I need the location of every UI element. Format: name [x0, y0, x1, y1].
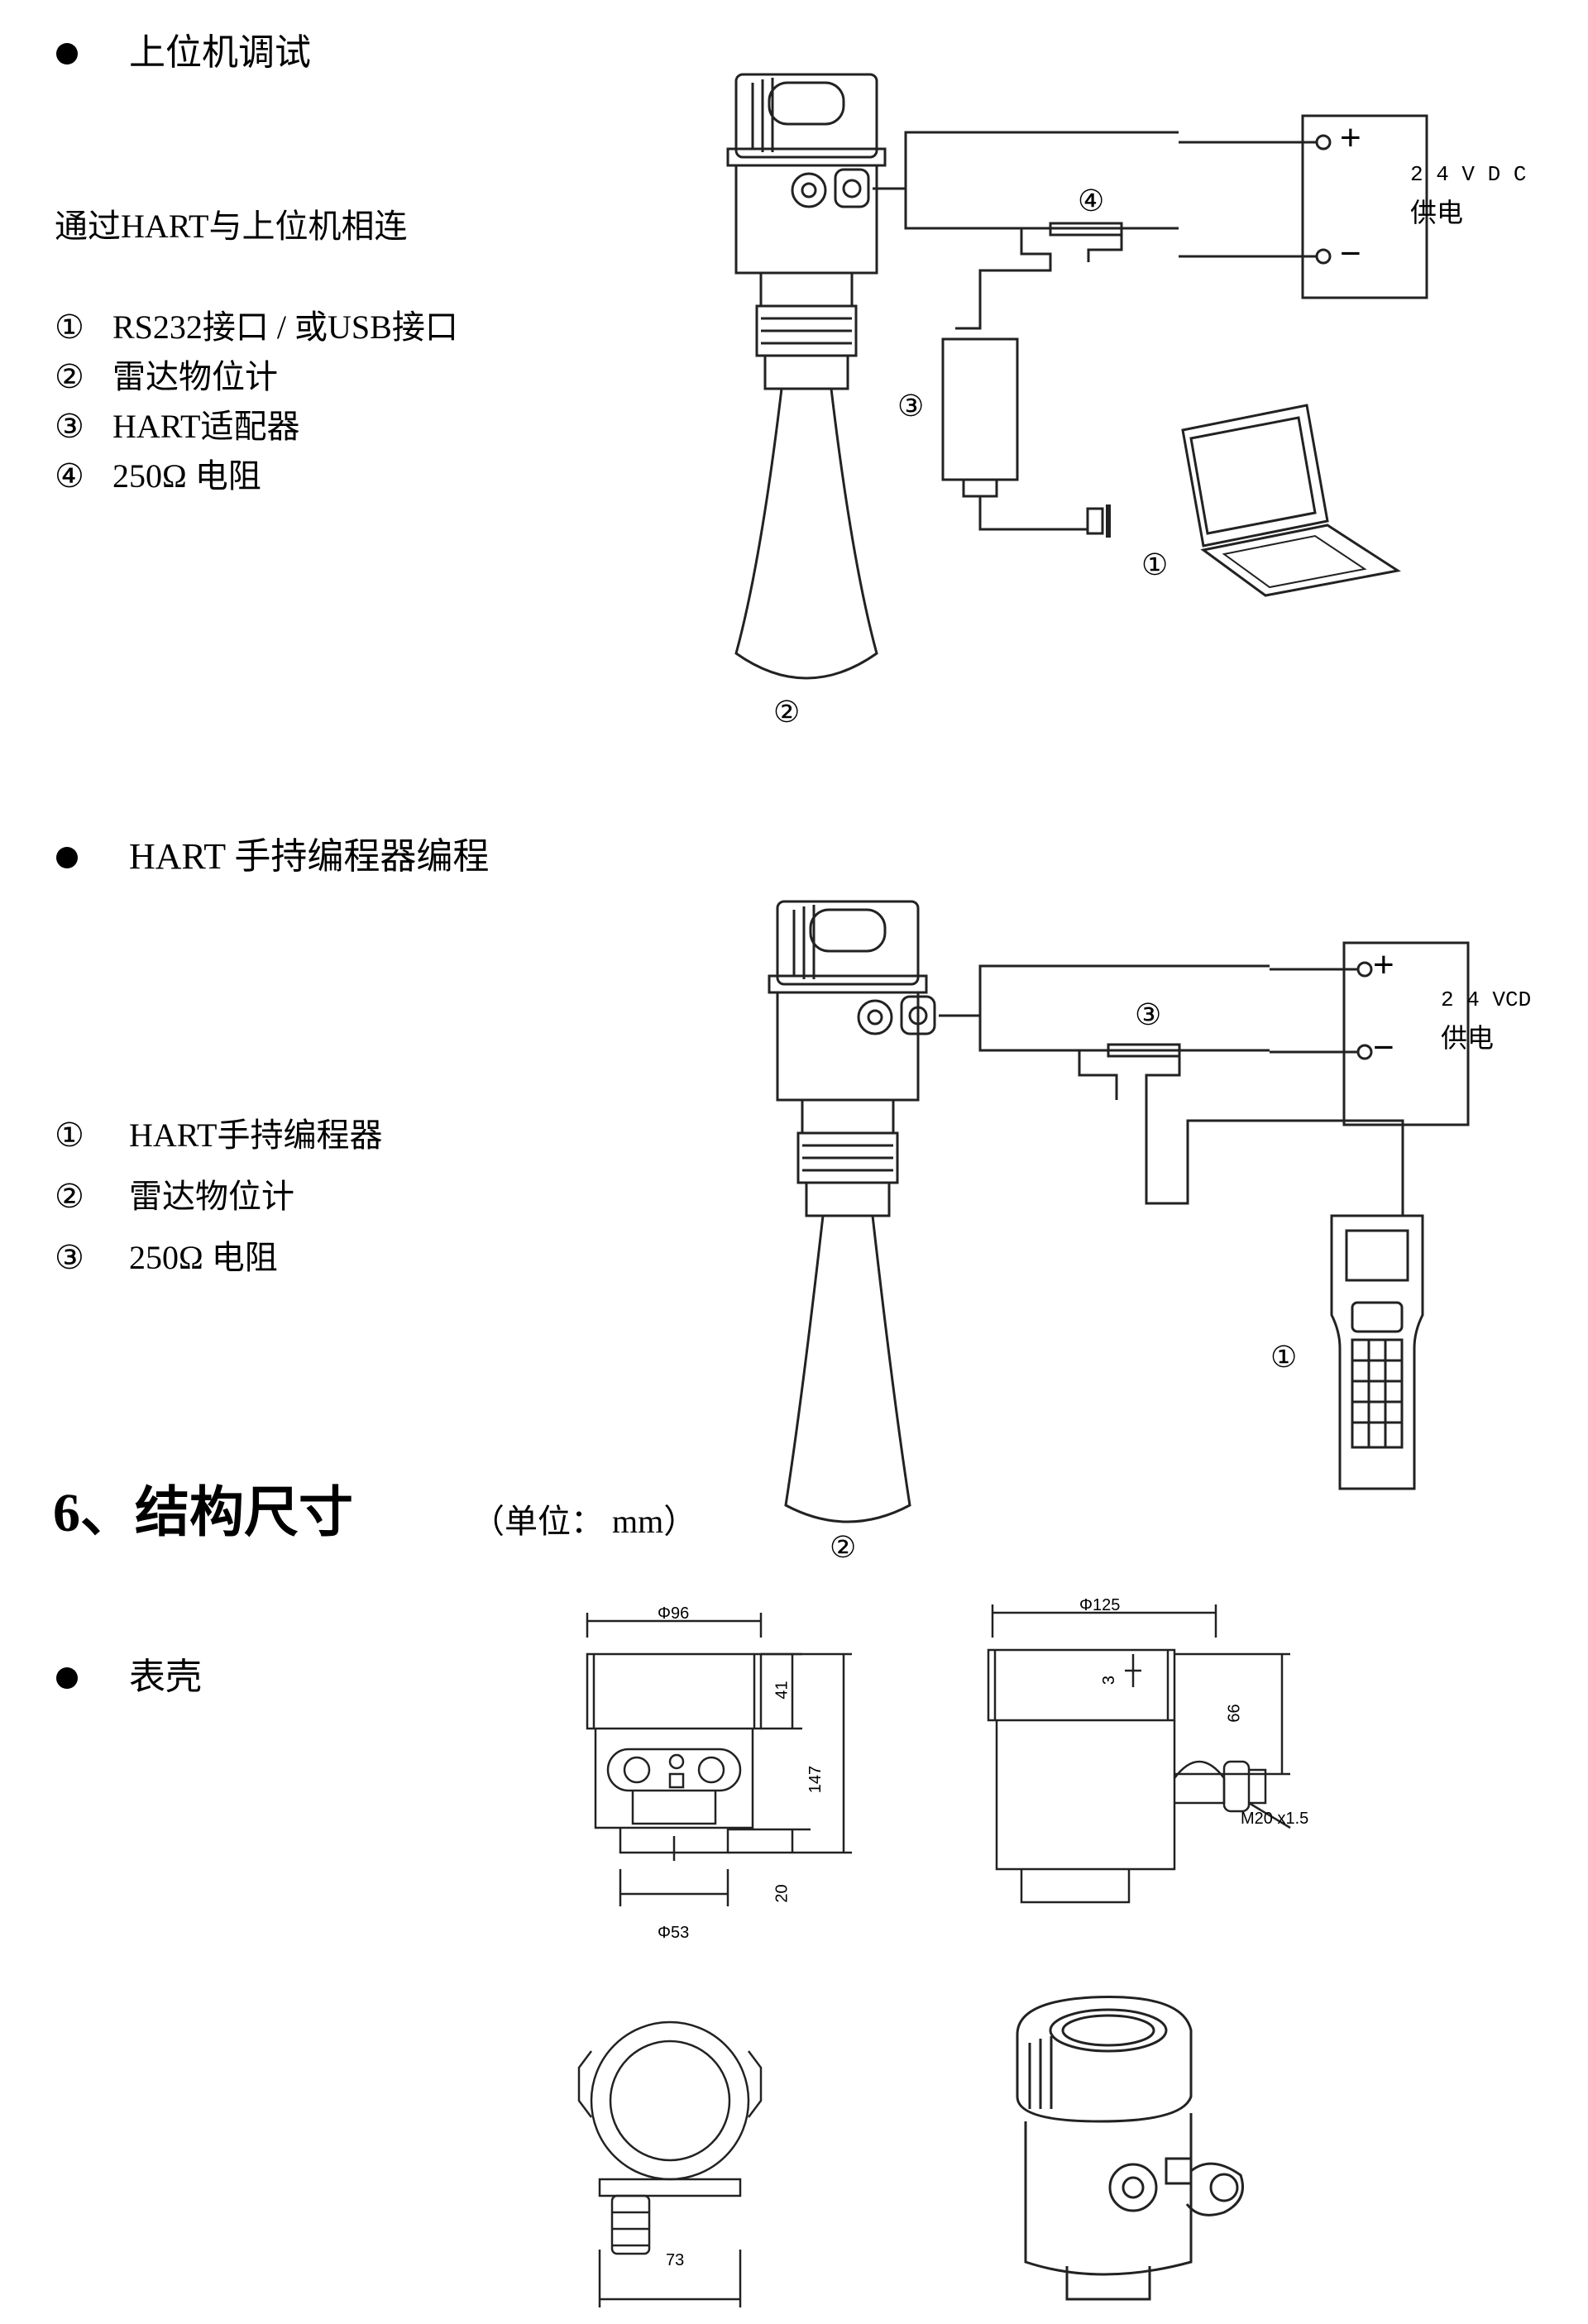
callout-1: ① [1141, 548, 1169, 581]
minus-terminal: − [1373, 1027, 1394, 1068]
housing-top-view-drawing [577, 2020, 763, 2307]
callout-4: ④ [1078, 184, 1105, 218]
dim-73: 73 [666, 2251, 685, 2269]
section-heading-pc: 上位机调试 [129, 32, 311, 73]
dim-3: 3 [1100, 1675, 1119, 1686]
callout-3: ③ [897, 390, 925, 423]
handheld-communicator-illustration [1330, 1214, 1424, 1490]
laptop-illustration [1181, 404, 1401, 597]
housing-label: 表壳 [129, 1657, 202, 1697]
intro-text: 通过HART与上位机相连 [55, 208, 408, 245]
dim-66: 66 [1225, 1704, 1244, 1723]
dim-147: 147 [806, 1765, 825, 1794]
callout-1: ① [1270, 1341, 1298, 1374]
bullet [56, 1667, 78, 1689]
minus-terminal: − [1340, 233, 1361, 274]
plus-terminal: + [1373, 944, 1394, 985]
section-title-dimensions: 6、结构尺寸 [53, 1483, 353, 1543]
radar-gauge-illustration [726, 73, 887, 680]
supply-label: 供电 [1410, 198, 1464, 227]
pc-wiring-diagram [726, 73, 1428, 680]
dim-diameter-53: Φ53 [658, 1924, 690, 1942]
housing-isometric-view-drawing [1016, 1996, 1244, 2301]
dim-diameter-96: Φ96 [658, 1604, 690, 1623]
dim-diameter-125: Φ125 [1079, 1596, 1121, 1614]
callout-2: ② [773, 696, 801, 729]
section-heading-hart: HART 手持编程器编程 [129, 836, 490, 877]
hart-wiring-diagram [768, 900, 1470, 1523]
bullet [56, 847, 78, 868]
callout-2: ② [830, 1531, 857, 1564]
supply-voltage-label: 2 4 V D C [1410, 162, 1527, 187]
bullet [56, 43, 78, 65]
dim-41: 41 [772, 1681, 792, 1700]
dim-20: 20 [772, 1884, 792, 1903]
supply-label: 供电 [1441, 1023, 1495, 1053]
thread-spec-label: M20 x1.5 [1241, 1810, 1309, 1828]
plus-terminal: + [1340, 117, 1361, 158]
supply-voltage-label: 2 4 VCD [1441, 987, 1532, 1012]
unit-label: （单位： mm） [471, 1503, 697, 1540]
housing-side-view-drawing [987, 1604, 1291, 1904]
radar-gauge-illustration [768, 900, 936, 1523]
callout-3: ③ [1135, 998, 1162, 1031]
housing-front-view-drawing [586, 1613, 852, 1906]
